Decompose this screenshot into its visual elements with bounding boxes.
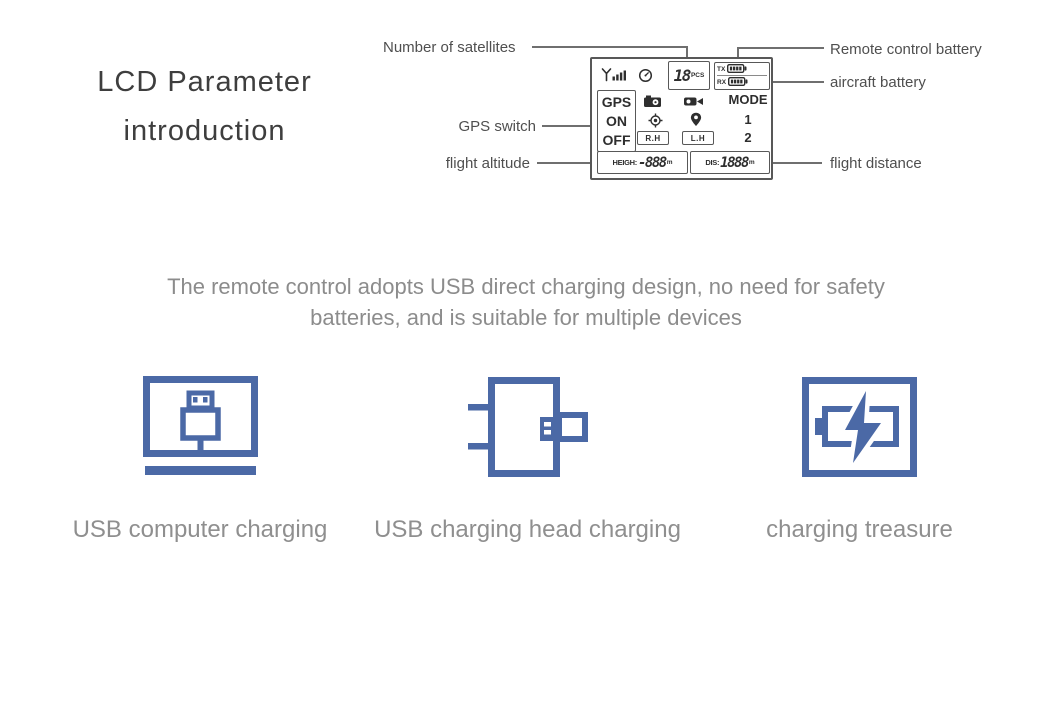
lcd-screen-diagram: 18 PCS TX RX	[590, 57, 773, 180]
mode-option-2: 2	[744, 130, 752, 145]
left-hand-box: L.H	[682, 131, 714, 145]
gps-switch-box: GPS ON OFF	[597, 90, 636, 152]
charging-item-usb-computer: USB computer charging	[55, 376, 345, 544]
height-label: HEIGH:	[612, 158, 638, 167]
callout-line-satellites	[532, 46, 688, 48]
callout-line-flight-altitude	[537, 162, 595, 164]
gps-label: GPS	[601, 94, 632, 110]
charging-item-label: USB charging head charging	[374, 516, 681, 543]
usb-computer-charging-icon	[142, 376, 258, 482]
power-bank-icon	[802, 377, 917, 482]
usb-charging-head-icon	[467, 377, 588, 482]
distance-label: DIS:	[705, 158, 720, 167]
video-camera-icon	[684, 94, 703, 112]
tx-label: TX	[717, 66, 726, 73]
callout-remote-control-battery: Remote control battery	[830, 41, 982, 58]
crosshair-icon	[648, 113, 663, 133]
charging-item-usb-head: USB charging head charging	[360, 376, 695, 544]
distance-value: 1888	[720, 154, 749, 171]
page-title: LCD Parameter introduction	[52, 58, 357, 156]
callout-gps-switch: GPS switch	[458, 118, 536, 135]
mode-option-1: 1	[744, 112, 752, 127]
tx-battery-icon	[727, 63, 747, 75]
gps-on-label: ON	[606, 113, 627, 129]
battery-status-box: TX RX	[714, 62, 770, 90]
rx-battery-icon	[728, 76, 748, 88]
page-title-line1: LCD Parameter	[97, 66, 312, 98]
callout-flight-distance: flight distance	[830, 155, 922, 172]
rx-battery-row: RX	[717, 75, 767, 88]
callout-line-aircraft-battery	[773, 81, 824, 83]
charging-description-line2: batteries, and is suitable for multiple …	[310, 305, 742, 330]
callout-line-gps-switch	[542, 125, 590, 127]
height-unit: m	[666, 159, 673, 166]
right-hand-box: R.H	[637, 131, 669, 145]
charging-description-line1: The remote control adopts USB direct cha…	[167, 274, 885, 299]
distance-unit: m	[748, 159, 755, 166]
satellite-count-unit: PCS	[690, 72, 705, 79]
flight-altitude-box: HEIGH: -888 m	[597, 151, 688, 174]
callout-aircraft-battery: aircraft battery	[830, 74, 926, 91]
callout-line-remote-battery	[739, 47, 824, 49]
callout-line-remote-battery-drop	[737, 47, 739, 63]
satellite-count-value: 18	[673, 66, 692, 85]
satellite-count-box: 18 PCS	[668, 61, 710, 90]
charging-item-label: charging treasure	[766, 516, 953, 543]
rx-label: RX	[717, 79, 727, 86]
callout-line-flight-distance	[770, 162, 822, 164]
location-pin-icon	[690, 112, 702, 132]
height-value: -888	[637, 154, 667, 171]
flight-distance-box: DIS: 1888 m	[690, 151, 770, 174]
charging-description: The remote control adopts USB direct cha…	[0, 271, 1052, 333]
gps-off-label: OFF	[602, 132, 631, 148]
callout-number-of-satellites: Number of satellites	[383, 39, 516, 56]
page-title-line2: introduction	[123, 115, 286, 147]
photo-camera-icon	[644, 94, 661, 112]
charging-item-power-bank: charging treasure	[752, 376, 967, 544]
mode-label: MODE	[728, 92, 768, 107]
compass-icon	[638, 68, 653, 88]
callout-line-satellites-drop	[686, 46, 688, 61]
signal-strength-icon	[599, 67, 626, 87]
tx-battery-row: TX	[717, 63, 767, 75]
callout-flight-altitude: flight altitude	[445, 155, 530, 172]
charging-item-label: USB computer charging	[72, 516, 328, 543]
